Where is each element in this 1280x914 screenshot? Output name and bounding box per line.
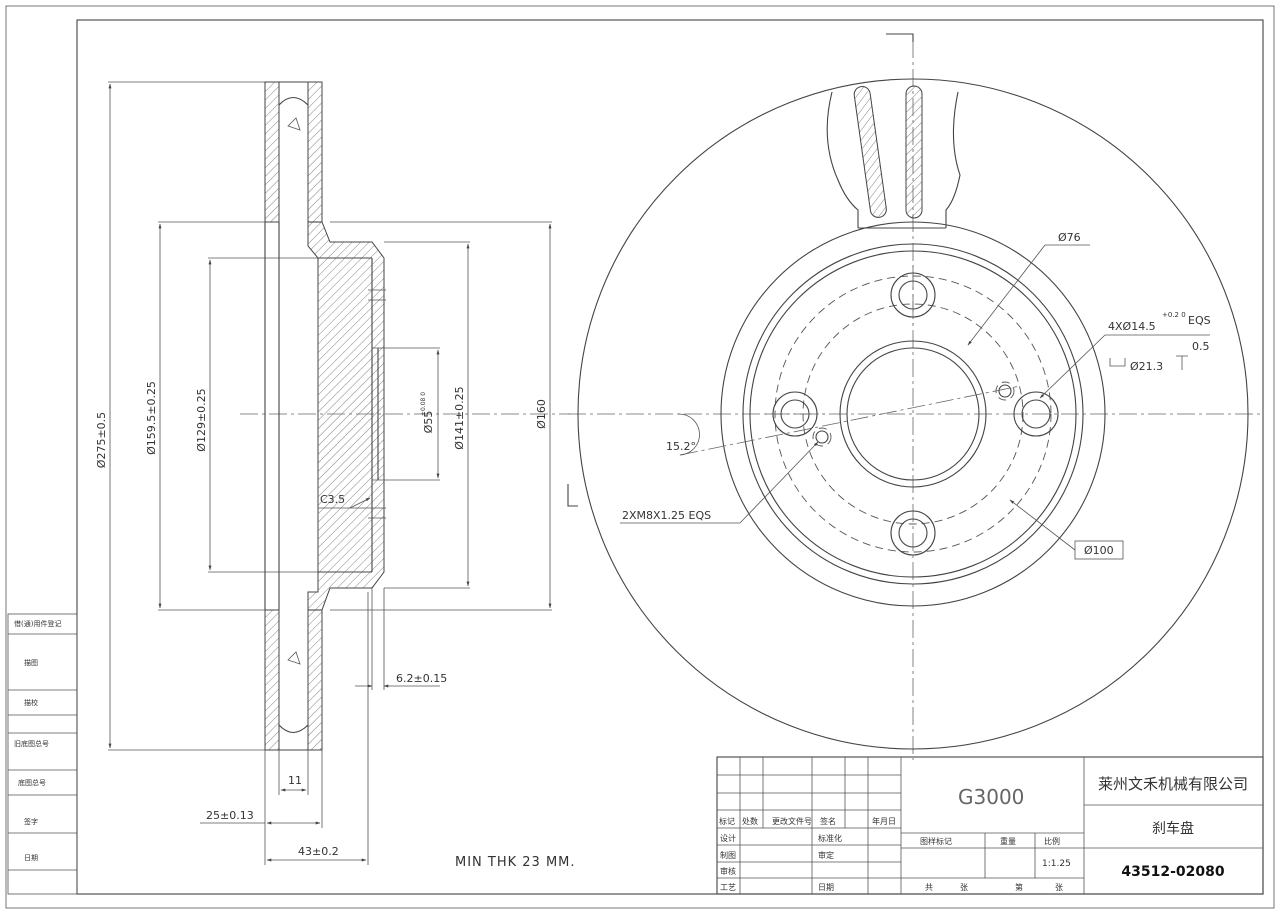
dim-cbore: Ø21.3: [1130, 360, 1163, 373]
side-row-0: 借(通)用件登记: [14, 619, 61, 628]
outer-frame: [5, 5, 1275, 909]
dim-d160: Ø160: [535, 399, 548, 429]
sign-3-1: 日期: [818, 883, 834, 892]
part-name: 刹车盘: [1152, 820, 1194, 837]
side-row-1: 描图: [24, 658, 38, 667]
part-number: 43512-02080: [1121, 864, 1224, 880]
dim-d55: Ø55: [422, 411, 435, 434]
dim-d129: Ø129±0.25: [195, 388, 208, 451]
sign-3-0: 工艺: [720, 883, 736, 892]
dim-w43: 43±0.2: [298, 845, 339, 858]
dim-thread: 2XM8X1.25 EQS: [622, 509, 711, 522]
rev-h-0: 标记: [719, 816, 735, 826]
front-view: Ø76 4XØ14.5 +0.2 0 EQS Ø21.3 0.5 15.2° 2…: [567, 33, 1262, 760]
scale: 1:1.25: [1042, 859, 1071, 869]
dim-holes-tol: +0.2 0: [1162, 311, 1186, 319]
sign-0-1: 标准化: [818, 833, 842, 843]
rev-h-3: 签名: [820, 816, 836, 826]
dim-cbore-depth: 0.5: [1192, 340, 1210, 353]
dim-t62: 6.2±0.15: [396, 672, 447, 685]
dim-c35: C3.5: [320, 493, 345, 506]
company-name: 莱州文禾机械有限公司: [1098, 775, 1248, 793]
stage-h-1: 重量: [1000, 836, 1016, 846]
sheet-2: 第: [1015, 882, 1023, 892]
sheet-1: 张: [960, 883, 968, 892]
inner-frame: [76, 19, 1264, 895]
dim-d159: Ø159.5±0.25: [145, 381, 158, 455]
sheet-0: 共: [925, 883, 933, 892]
dim-d55-tol: +0.08 0: [420, 392, 427, 416]
side-section-view: Ø275±0.5 Ø159.5±0.25 Ø129±0.25 Ø55 +0.08…: [95, 81, 576, 870]
rev-h-1: 处数: [742, 816, 758, 826]
dim-holes: 4XØ14.5: [1108, 320, 1156, 333]
dim-d100: Ø100: [1084, 544, 1114, 557]
side-row-6: 日期: [24, 854, 38, 862]
dim-d141: Ø141±0.25: [453, 386, 466, 449]
sign-1-1: 审定: [818, 850, 834, 860]
rev-h-4: 年月日: [872, 816, 896, 826]
side-table: 借(通)用件登记 描图 描校 旧底图总号 底图总号 签字 日期: [7, 613, 78, 895]
dim-holes-eqs: EQS: [1188, 314, 1211, 327]
side-row-4: 底图总号: [18, 778, 46, 787]
sign-1-0: 制图: [720, 850, 736, 860]
dim-d76: Ø76: [1058, 231, 1081, 244]
dim-d275: Ø275±0.5: [95, 412, 108, 468]
dim-w11: 11: [288, 774, 302, 787]
title-block: 标记 处数 更改文件号 签名 年月日 设计 标准化 制图 审定 审核 工艺 日期…: [716, 756, 1264, 895]
min-thk-note: MIN THK 23 MM.: [455, 855, 576, 870]
stage-h-2: 比例: [1044, 836, 1060, 846]
dim-angle: 15.2°: [666, 440, 696, 453]
side-row-2: 描校: [24, 698, 38, 707]
sign-0-0: 设计: [720, 833, 736, 843]
sign-2-0: 审核: [720, 866, 736, 876]
dim-w25: 25±0.13: [206, 809, 254, 822]
side-row-5: 签字: [24, 817, 38, 826]
side-row-3: 旧底图总号: [14, 739, 49, 748]
drawing-no: G3000: [958, 785, 1024, 809]
rev-h-2: 更改文件号: [772, 816, 812, 826]
stage-h-0: 图样标记: [920, 836, 952, 846]
sheet-3: 张: [1055, 883, 1063, 892]
